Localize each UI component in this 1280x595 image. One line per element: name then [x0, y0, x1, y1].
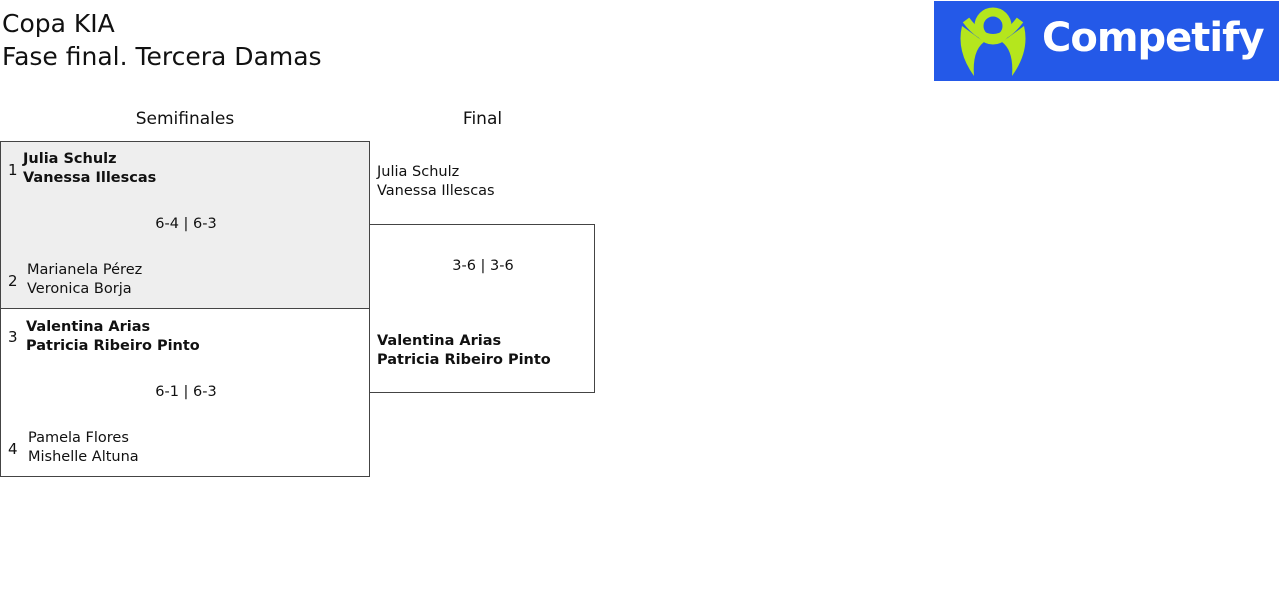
team-name-player1: Valentina Arias	[377, 333, 502, 349]
team-name-player2: Vanessa Illescas	[23, 170, 157, 186]
team-name-player2: Patricia Ribeiro Pinto	[26, 338, 200, 354]
round-header-final: Final	[462, 109, 503, 129]
seed-number: 1	[8, 161, 18, 179]
round-header-semifinales: Semifinales	[135, 109, 235, 129]
competify-logo: Competify	[934, 1, 1279, 81]
match-score: 3-6 | 3-6	[452, 258, 514, 274]
team-name-player1: Julia Schulz	[23, 151, 117, 167]
final-top-player1: Julia Schulz	[377, 164, 460, 180]
team-name-player1: Pamela Flores	[28, 430, 129, 446]
team-name-player2: Mishelle Altuna	[28, 449, 139, 465]
team-name-player1: Marianela Pérez	[27, 262, 143, 278]
person-logo-icon	[960, 7, 1026, 76]
semifinal-match-1[interactable]: 1 Julia Schulz Vanessa Illescas 6-4 | 6-…	[0, 141, 370, 309]
team-name-player1: Valentina Arias	[26, 319, 151, 335]
match-score: 6-4 | 6-3	[155, 216, 217, 232]
seed-number: 2	[8, 272, 18, 290]
logo-text: Competify	[1042, 15, 1265, 61]
seed-number: 3	[8, 328, 18, 346]
semifinal-match-2[interactable]: 3 Valentina Arias Patricia Ribeiro Pinto…	[0, 308, 370, 477]
match-score: 6-1 | 6-3	[155, 384, 217, 400]
final-top-player2: Vanessa Illescas	[377, 183, 495, 199]
page-title: Copa KIA	[2, 9, 115, 38]
seed-number: 4	[8, 440, 18, 458]
final-match[interactable]: 3-6 | 3-6 Valentina Arias Patricia Ribei…	[369, 224, 595, 393]
team-name-player2: Veronica Borja	[27, 281, 132, 297]
page-subtitle: Fase final. Tercera Damas	[2, 42, 322, 71]
team-name-player2: Patricia Ribeiro Pinto	[377, 352, 551, 368]
